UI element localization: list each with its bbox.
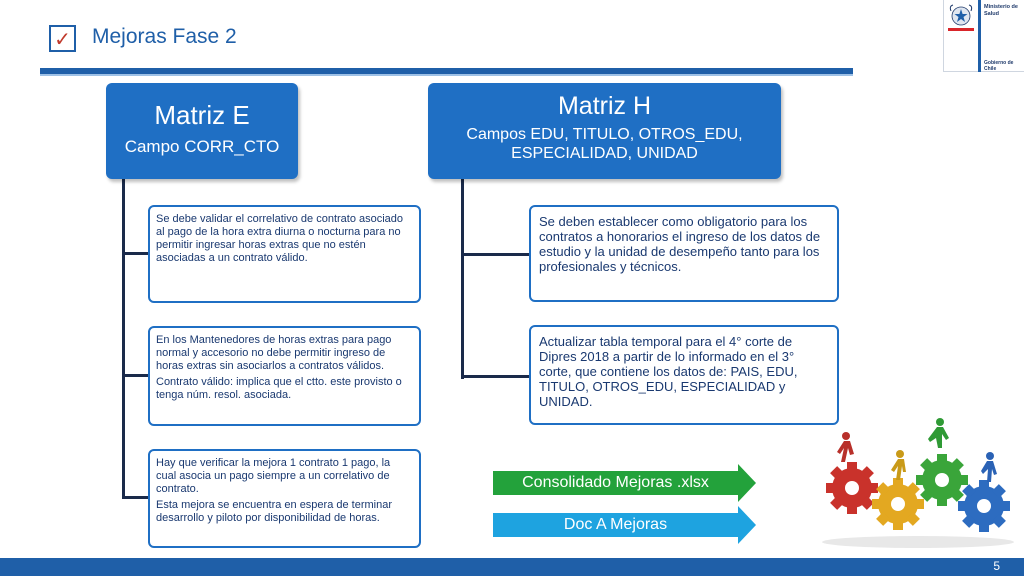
footer-bar: 5 bbox=[0, 558, 1024, 576]
matriz-e-subtitle: Campo CORR_CTO bbox=[124, 137, 280, 156]
slide-title: Mejoras Fase 2 bbox=[92, 25, 237, 48]
logo-text-salud: Salud bbox=[984, 11, 999, 17]
consolidado-mejoras-label[interactable]: Consolidado Mejoras .xlsx bbox=[493, 471, 738, 495]
matriz-e-note-1: Se debe validar el correlativo de contra… bbox=[148, 205, 421, 303]
logo-blue-bar bbox=[978, 0, 981, 72]
connector-h-1 bbox=[461, 253, 530, 256]
matriz-e-header: Matriz E Campo CORR_CTO bbox=[106, 83, 298, 179]
matriz-h-header: Matriz H Campos EDU, TITULO, OTROS_EDU, … bbox=[428, 83, 781, 179]
consolidado-mejoras-link[interactable]: Consolidado Mejoras .xlsx bbox=[493, 464, 756, 502]
note-text: Contrato válido: implica que el ctto. es… bbox=[156, 376, 402, 401]
logo-text-gobierno: Gobierno de Chile bbox=[984, 60, 1014, 72]
checkbox-icon: ✓ bbox=[49, 25, 76, 52]
check-icon: ✓ bbox=[54, 26, 71, 51]
header-divider bbox=[40, 68, 853, 74]
logo-red-stripe bbox=[948, 28, 974, 31]
note-text: Se debe validar el correlativo de contra… bbox=[156, 213, 404, 264]
matriz-h-note-1: Se deben establecer como obligatorio par… bbox=[529, 205, 839, 302]
chile-crest-icon bbox=[949, 4, 973, 26]
matriz-h-title: Matriz H bbox=[557, 92, 652, 120]
note-text: En los Mantenedores de horas extras para… bbox=[156, 334, 392, 372]
matriz-h-note-2: Actualizar tabla temporal para el 4° cor… bbox=[529, 325, 839, 425]
arrow-right-icon bbox=[738, 464, 756, 502]
page-number: 5 bbox=[993, 559, 1000, 573]
matriz-h-subtitle: Campos EDU, TITULO, OTROS_EDU, ESPECIALI… bbox=[466, 126, 743, 162]
connector-h-vertical bbox=[461, 179, 464, 379]
header-divider-shadow bbox=[40, 74, 853, 76]
note-text: Se deben establecer como obligatorio par… bbox=[539, 214, 821, 274]
note-text: Actualizar tabla temporal para el 4° cor… bbox=[539, 334, 798, 409]
note-text: Esta mejora se encuentra en espera de te… bbox=[156, 499, 393, 524]
connector-e-2 bbox=[122, 374, 149, 377]
ministry-logo: Ministerio de Salud Gobierno de Chile bbox=[943, 0, 1024, 72]
doc-a-mejoras-link[interactable]: Doc A Mejoras bbox=[493, 506, 756, 544]
doc-a-mejoras-label[interactable]: Doc A Mejoras bbox=[493, 513, 738, 537]
matriz-e-title: Matriz E bbox=[154, 100, 250, 130]
connector-h-2 bbox=[461, 375, 530, 378]
note-text: Hay que verificar la mejora 1 contrato 1… bbox=[156, 457, 391, 495]
connector-e-vertical bbox=[122, 179, 125, 499]
connector-e-3 bbox=[122, 496, 149, 499]
gears-people-illustration bbox=[822, 418, 1014, 548]
matriz-e-note-3: Hay que verificar la mejora 1 contrato 1… bbox=[148, 449, 421, 548]
connector-e-1 bbox=[122, 252, 149, 255]
logo-text-ministerio: Ministerio de bbox=[984, 4, 1018, 10]
matriz-e-note-2: En los Mantenedores de horas extras para… bbox=[148, 326, 421, 426]
arrow-right-icon bbox=[738, 506, 756, 544]
